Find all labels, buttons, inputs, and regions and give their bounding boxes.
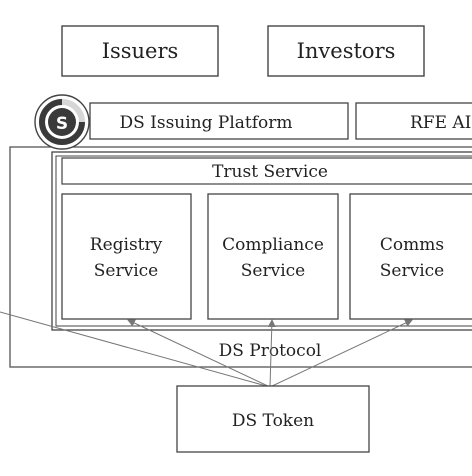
- registry-service-box: Registry Service: [61, 193, 192, 320]
- arrow-to-registry: [127, 319, 271, 388]
- arrow-to-comms: [269, 319, 413, 388]
- registry-service-line1: Registry: [90, 235, 163, 255]
- arrow-to-left-edge: [0, 311, 271, 388]
- issuers-label: Issuers: [102, 39, 179, 63]
- ds-token-box: DS Token: [176, 385, 370, 453]
- rfe-api-label: RFE AI: [410, 113, 471, 133]
- trust-service-title: Trust Service: [212, 162, 328, 182]
- ds-protocol-label: DS Protocol: [219, 341, 322, 361]
- comms-service-line2: Service: [380, 261, 444, 281]
- trust-service-container: [51, 151, 472, 331]
- investors-label: Investors: [297, 39, 396, 63]
- comms-service-line1: Comms: [380, 235, 444, 255]
- ds-protocol-container: [9, 146, 472, 368]
- compliance-service-line2: Service: [241, 261, 305, 281]
- investors-box: Investors: [267, 25, 425, 77]
- trust-service-title-box: Trust Service: [61, 157, 472, 185]
- ds-token-label: DS Token: [232, 411, 314, 431]
- rfe-api-box: RFE AI: [355, 102, 472, 140]
- registry-service-line2: Service: [94, 261, 158, 281]
- issuers-box: Issuers: [61, 25, 219, 77]
- logo-letter: S: [56, 114, 68, 134]
- ds-issuing-platform-box: DS Issuing Platform: [89, 102, 349, 140]
- ds-issuing-platform-label: DS Issuing Platform: [119, 113, 292, 133]
- arrow-to-compliance: [267, 319, 276, 388]
- compliance-service-line1: Compliance: [222, 235, 324, 255]
- securitize-logo-icon: S: [34, 94, 90, 150]
- compliance-service-box: Compliance Service: [207, 193, 339, 320]
- comms-service-box: Comms Service: [349, 193, 472, 320]
- token-arrows: [0, 311, 413, 388]
